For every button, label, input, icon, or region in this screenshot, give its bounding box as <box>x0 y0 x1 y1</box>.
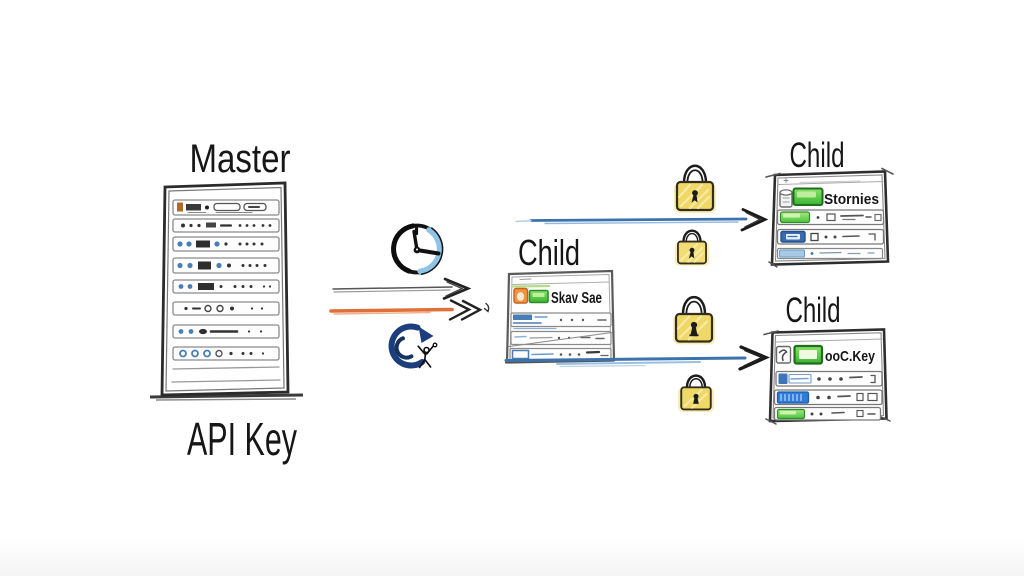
svg-text:Stornies: Stornies <box>824 191 879 208</box>
svg-text:Child: Child <box>790 136 845 175</box>
svg-text:Child: Child <box>786 291 841 330</box>
svg-text:ooC.Key: ooC.Key <box>825 348 876 365</box>
svg-text:Master: Master <box>190 137 291 181</box>
svg-text:Child: Child <box>518 232 580 273</box>
svg-text:API Key: API Key <box>187 413 297 465</box>
svg-text:Skav Sae: Skav Sae <box>551 290 602 307</box>
